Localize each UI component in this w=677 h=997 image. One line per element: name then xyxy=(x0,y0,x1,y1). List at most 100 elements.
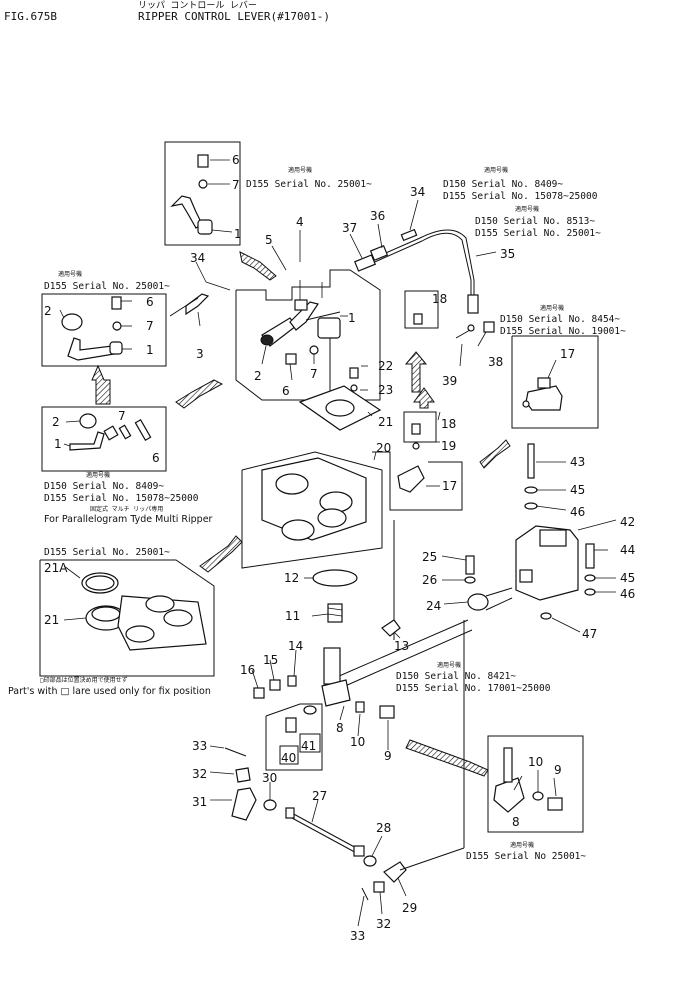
lever-assembly xyxy=(169,269,381,420)
serial-note-d150-8454: 適用号機 D150 Serial No. 8454~ D155 Serial N… xyxy=(500,304,626,337)
callout-18: 18 xyxy=(432,292,447,306)
callout-37: 37 xyxy=(342,221,357,235)
callout-42: 42 xyxy=(620,515,635,529)
callout-19: 19 xyxy=(441,439,456,453)
callout-45: 45 xyxy=(620,571,635,585)
callout-4: 4 xyxy=(296,215,304,229)
callout-5: 5 xyxy=(265,233,273,247)
svg-text:適用号機: 適用号機 xyxy=(86,471,110,479)
spring-and-plate xyxy=(312,569,358,623)
callout-9: 9 xyxy=(384,749,392,763)
svg-text:D150 Serial No. 8409~: D150 Serial No. 8409~ xyxy=(44,481,164,492)
direction-arrows xyxy=(91,251,511,777)
serial-note-d155-25001-top: 適用号機 D155 Serial No. 25001~ xyxy=(246,166,372,190)
callout-10: 10 xyxy=(350,735,365,749)
callout-21: 21 xyxy=(378,415,393,429)
callout-11: 11 xyxy=(285,609,300,623)
fix-position-note: Part's with □ lare used only for fix pos… xyxy=(8,686,211,697)
callout-26: 26 xyxy=(422,573,437,587)
serial-note-d150-8409-top: 適用号機 D150 Serial No. 8409~ D155 Serial N… xyxy=(443,166,598,202)
callout-35: 35 xyxy=(500,247,515,261)
callout-2: 2 xyxy=(52,415,60,429)
svg-text:D155 Serial No. 19001~: D155 Serial No. 19001~ xyxy=(500,326,626,337)
callout-21: 21 xyxy=(44,613,59,627)
svg-text:D150 Serial No. 8513~: D150 Serial No. 8513~ xyxy=(475,216,595,227)
callout-47: 47 xyxy=(582,627,597,641)
callout-1: 1 xyxy=(146,343,154,357)
callout-6: 6 xyxy=(232,153,240,167)
callout-43: 43 xyxy=(570,455,585,469)
inset-box-left xyxy=(41,293,167,367)
callout-33: 33 xyxy=(350,929,365,943)
svg-text:適用号機: 適用号機 xyxy=(484,166,508,174)
svg-text:D155 Serial No. 25001~: D155 Serial No. 25001~ xyxy=(246,179,372,190)
callout-21A: 21A xyxy=(44,561,68,575)
callout-6: 6 xyxy=(152,451,160,465)
svg-text:適用号機: 適用号機 xyxy=(510,841,534,849)
callout-41: 41 xyxy=(301,739,316,753)
callout-38: 38 xyxy=(488,355,503,369)
callout-16: 16 xyxy=(240,663,255,677)
serial-note-d150-8409-left: 適用号機 D150 Serial No. 8409~ D155 Serial N… xyxy=(44,471,199,504)
callout-2: 2 xyxy=(44,304,52,318)
control-cable xyxy=(354,228,495,339)
svg-text:適用号機: 適用号機 xyxy=(515,205,539,213)
callout-6: 6 xyxy=(282,384,290,398)
japanese-title: リッパ コントロール レバー xyxy=(138,0,257,11)
callout-46: 46 xyxy=(620,587,635,601)
callout-17: 17 xyxy=(560,347,575,361)
inset-box-top xyxy=(164,141,241,246)
svg-text:D155 Serial No. 15078~25000: D155 Serial No. 15078~25000 xyxy=(443,191,598,202)
callout-14: 14 xyxy=(288,639,303,653)
lower-linkage xyxy=(253,520,473,771)
callout-7: 7 xyxy=(146,319,154,333)
inset-box-seal xyxy=(39,559,215,677)
svg-text:D155 Serial No. 25001~: D155 Serial No. 25001~ xyxy=(44,547,170,558)
svg-text:D150 Serial No. 8409~: D150 Serial No. 8409~ xyxy=(443,179,563,190)
callout-34: 34 xyxy=(190,251,205,265)
callout-8: 8 xyxy=(512,815,520,829)
callout-20: 20 xyxy=(376,441,391,455)
svg-text:D150 Serial No. 8421~: D150 Serial No. 8421~ xyxy=(396,671,516,682)
page-title: RIPPER CONTROL LEVER(#17001-) xyxy=(138,10,330,23)
multi-ripper-note: For Parallelogram Tyde Multi Ripper xyxy=(44,514,213,525)
callout-18: 18 xyxy=(441,417,456,431)
callout-29: 29 xyxy=(402,901,417,915)
callout-9: 9 xyxy=(554,763,562,777)
fix-position-note-jp: □印部品は位置決め用で使用せず xyxy=(40,676,128,684)
svg-text:D155 Serial No. 25001~: D155 Serial No. 25001~ xyxy=(475,228,601,239)
callout-34: 34 xyxy=(410,185,425,199)
serial-note-d155-25001-bottom: 適用号機 D155 Serial No 25001~ xyxy=(466,841,586,862)
callout-1: 1 xyxy=(234,227,242,241)
callout-15: 15 xyxy=(263,653,278,667)
bracket-box-right xyxy=(404,290,599,429)
callout-17: 17 xyxy=(442,479,457,493)
serial-note-d150-8513: 適用号機 D150 Serial No. 8513~ D155 Serial N… xyxy=(475,205,601,239)
callout-8: 8 xyxy=(336,721,344,735)
callout-6: 6 xyxy=(146,295,154,309)
inset-box-bottom-right xyxy=(487,735,584,833)
callout-30: 30 xyxy=(262,771,277,785)
serial-note-d155-25001-inset: D155 Serial No. 25001~ xyxy=(44,547,170,558)
callout-44: 44 xyxy=(620,543,635,557)
callout-3: 3 xyxy=(196,347,204,361)
callout-12: 12 xyxy=(284,571,299,585)
svg-text:適用号機: 適用号機 xyxy=(288,166,312,174)
callout-28: 28 xyxy=(376,821,391,835)
callout-1: 1 xyxy=(348,311,356,325)
serial-note-d150-8421: 適用号機 D150 Serial No. 8421~ D155 Serial N… xyxy=(396,661,551,694)
svg-text:適用号機: 適用号機 xyxy=(58,270,82,278)
callout-40: 40 xyxy=(281,751,296,765)
callout-10: 10 xyxy=(528,755,543,769)
valve-linkage xyxy=(515,443,596,620)
multi-ripper-note-jp: 固定式 マルチ リッパ専用 xyxy=(90,505,163,513)
figure-label: FIG.675B xyxy=(4,10,57,23)
callout-24: 24 xyxy=(426,599,441,613)
callout-46: 46 xyxy=(570,505,585,519)
callout-22: 22 xyxy=(378,359,393,373)
callout-23: 23 xyxy=(378,383,393,397)
svg-text:D155 Serial No. 25001~: D155 Serial No. 25001~ xyxy=(44,281,170,292)
callout-7: 7 xyxy=(118,409,126,423)
callout-25: 25 xyxy=(422,550,437,564)
